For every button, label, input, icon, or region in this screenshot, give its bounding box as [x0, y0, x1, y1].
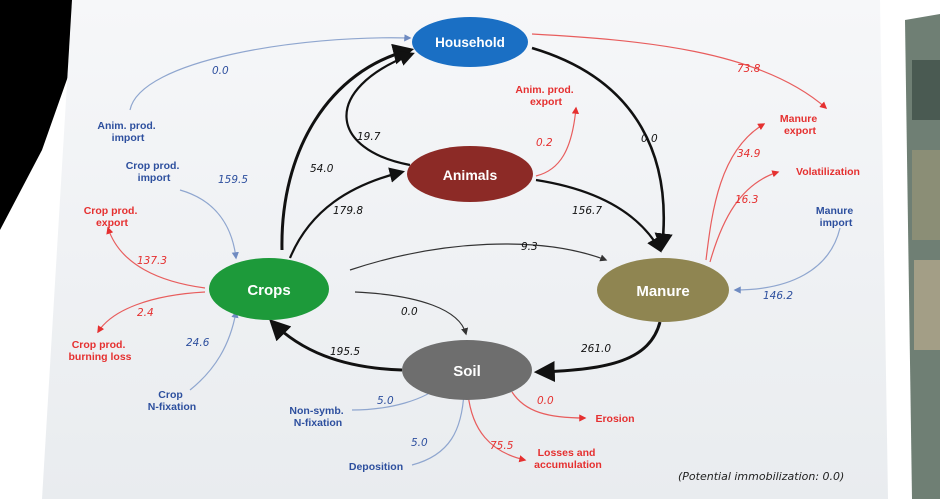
output-arrow-crop-export — [106, 226, 206, 289]
node-manure: Manure — [597, 258, 729, 322]
flow-arrow-crops-soil — [354, 291, 469, 336]
value-household-manure-export: 73.8 — [737, 63, 761, 75]
node-household: Household — [412, 17, 528, 67]
value-crops-soil: 0.0 — [401, 306, 418, 318]
value-manure-import: 146.2 — [763, 290, 793, 302]
output-arrow-manure-export — [705, 123, 766, 261]
label-crop-nfix: Crop N-fixation — [148, 389, 196, 413]
value-losses: 75.5 — [490, 440, 514, 452]
input-arrow-deposition — [411, 390, 468, 466]
flow-arrow-crops-household — [280, 43, 415, 251]
label-deposition: Deposition — [349, 461, 403, 473]
right-photo-strip — [912, 60, 940, 120]
flow-arrow-animals-manure — [535, 178, 662, 253]
input-arrow-anim-import — [129, 34, 412, 111]
label-manure-export: Manure export — [780, 113, 820, 137]
output-arrow-crop-burning — [97, 291, 206, 334]
value-nonsymb: 5.0 — [377, 395, 394, 407]
label-anim-export: Anim. prod. export — [515, 84, 576, 108]
input-arrow-manure-import — [733, 227, 841, 294]
value-crops-animals: 179.8 — [333, 205, 363, 217]
value-household-manure: 0.0 — [641, 133, 658, 145]
input-arrow-crop-nfix — [189, 310, 239, 391]
output-arrow-household-manure-export — [531, 33, 828, 109]
value-deposition: 5.0 — [411, 437, 428, 449]
flow-arrow-crops-animals — [288, 167, 405, 259]
potential-immobilization-note: (Potential immobilization: 0.0) — [678, 470, 844, 483]
output-arrow-erosion — [511, 391, 587, 422]
flow-arrow-household-manure — [531, 46, 673, 252]
label-volatilization: Volatilization — [796, 166, 860, 178]
value-animals-household: 19.7 — [357, 131, 381, 143]
right-photo-panel — [905, 14, 940, 499]
node-soil: Soil — [402, 340, 532, 400]
output-arrow-anim-export — [535, 106, 580, 177]
value-soil-crops: 195.5 — [330, 346, 360, 358]
label-nonsymb: Non-symb. N-fixation — [289, 405, 346, 429]
flow-arrow-manure-soil — [533, 321, 662, 383]
node-animals-label: Animals — [443, 167, 498, 183]
label-crop-burning: Crop prod. burning loss — [69, 339, 132, 363]
value-manure-soil: 261.0 — [581, 343, 611, 355]
node-household-label: Household — [435, 35, 505, 50]
value-crop-import: 159.5 — [218, 174, 248, 186]
diagram-slide-panel — [42, 0, 888, 499]
node-soil-label: Soil — [453, 363, 481, 380]
flow-arrow-animals-household — [345, 51, 415, 167]
output-arrow-losses — [467, 393, 527, 463]
input-arrow-crop-import — [179, 189, 239, 260]
value-erosion: 0.0 — [537, 395, 554, 407]
label-crop-import: Crop prod. import — [126, 160, 183, 184]
value-anim-import: 0.0 — [212, 65, 229, 77]
output-arrow-volatilization — [709, 170, 780, 263]
label-erosion: Erosion — [595, 413, 634, 425]
right-photo-strip-3 — [914, 260, 940, 350]
node-crops: Crops — [209, 258, 329, 320]
value-crop-burning: 2.4 — [137, 307, 154, 319]
value-anim-export: 0.2 — [536, 137, 553, 149]
label-losses: Losses and accumulation — [534, 447, 602, 471]
value-crop-export: 137.3 — [137, 255, 167, 267]
value-manure-export: 34.9 — [737, 148, 761, 160]
label-crop-export: Crop prod. export — [84, 205, 141, 229]
node-crops-label: Crops — [247, 282, 290, 299]
value-animals-manure: 156.7 — [572, 205, 602, 217]
flow-arrow-crops-manure — [349, 243, 608, 271]
value-crop-nfix: 24.6 — [186, 337, 210, 349]
flow-arrow-soil-crops — [269, 319, 403, 372]
value-crops-household: 54.0 — [310, 163, 334, 175]
node-manure-label: Manure — [636, 283, 689, 300]
right-photo-strip-2 — [912, 150, 940, 240]
label-manure-import: Manure import — [816, 205, 856, 229]
value-volatilization: 16.3 — [735, 194, 758, 206]
node-animals: Animals — [407, 146, 533, 202]
value-crops-manure: 9.3 — [521, 241, 538, 253]
label-anim-import: Anim. prod. import — [97, 120, 158, 144]
